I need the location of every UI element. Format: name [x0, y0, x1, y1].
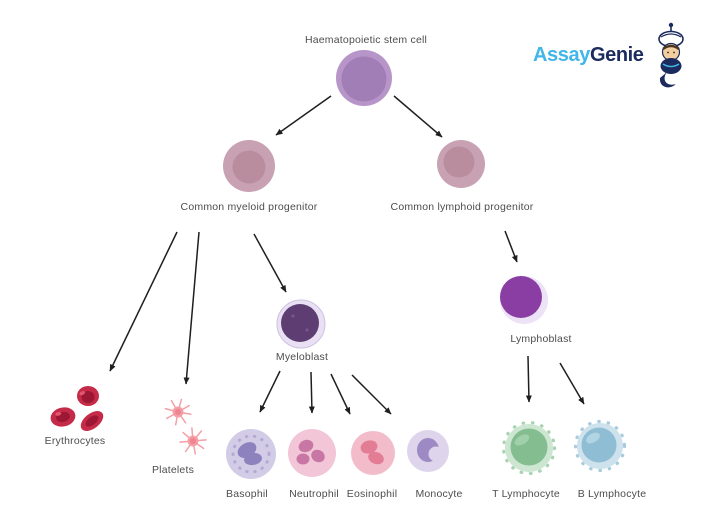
platelets-illustration: [164, 398, 207, 455]
arrow-myeloblast-to-basophil: [259, 370, 281, 413]
monocyte-illustration: [407, 430, 449, 472]
erythrocytes-illustration: [50, 386, 104, 431]
arrow-cmp-to-platelets: [183, 231, 200, 385]
label-monocyte: Monocyte: [415, 488, 463, 500]
lymphoid-progenitor-illustration: [437, 140, 485, 188]
logo-text-genie: Genie: [589, 44, 644, 66]
label-neutrophil: Neutrophil: [289, 488, 339, 500]
label-erythrocytes: Erythrocytes: [44, 435, 106, 447]
arrow-stem-to-clp: [393, 95, 443, 138]
label-basophil: Basophil: [226, 488, 268, 500]
myeloid-progenitor-illustration: [223, 140, 275, 192]
logo-text-assay: Assay: [533, 44, 590, 66]
label-lymphoid-progenitor: Common lymphoid progenitor: [390, 201, 534, 213]
arrow-cmp-to-erythrocytes: [109, 231, 178, 372]
lymphoblast-illustration: [500, 276, 548, 324]
label-eosinophil: Eosinophil: [346, 488, 398, 500]
myeloblast-illustration: [276, 299, 326, 349]
arrow-stem-to-cmp: [275, 95, 332, 136]
arrow-lymphoblast-to-t: [525, 355, 532, 403]
eosinophil-illustration: [351, 431, 395, 475]
neutrophil-illustration: [288, 429, 336, 477]
arrow-myeloblast-to-neutrophil: [308, 371, 315, 414]
label-myeloblast: Myeloblast: [275, 351, 329, 363]
label-platelets: Platelets: [151, 464, 195, 476]
arrow-myeloblast-to-eosinophil: [330, 373, 351, 415]
label-lymphoblast: Lymphoblast: [510, 333, 572, 345]
arrow-clp-to-lymphoblast: [504, 230, 518, 263]
label-b-lymphocyte: B Lymphocyte: [577, 488, 647, 500]
assaygenie-logo: AssayGenie: [533, 44, 644, 67]
stem-cell-illustration: [336, 50, 392, 106]
arrow-myeloblast-to-monocyte: [351, 374, 392, 415]
edge-arrows: [109, 95, 585, 415]
label-myeloid-progenitor: Common myeloid progenitor: [180, 201, 318, 213]
t-lymphocyte-illustration: [501, 420, 557, 476]
label-t-lymphocyte: T Lymphocyte: [492, 488, 560, 500]
label-stem-cell: Haematopoietic stem cell: [304, 34, 428, 46]
arrow-cmp-to-myeloblast: [253, 233, 287, 293]
arrow-lymphoblast-to-b: [559, 362, 585, 405]
b-lymphocyte-illustration: [573, 419, 627, 473]
basophil-illustration: [226, 429, 276, 479]
genie-mascot-icon: [658, 22, 684, 88]
